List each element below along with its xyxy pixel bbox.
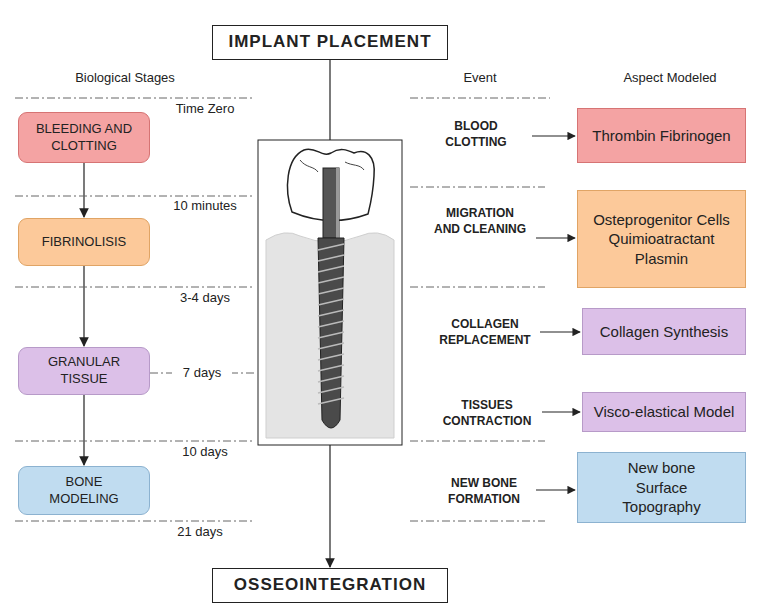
flow-arrow — [83, 163, 84, 217]
aspect-box: Osteprogenitor Cells Quimioatractant Pla… — [577, 190, 746, 288]
implant-thread — [318, 376, 344, 382]
box-text: Thrombin Fibrinogen — [592, 126, 730, 146]
implant-thread — [318, 398, 344, 404]
implant-thread — [318, 277, 344, 283]
time-label: 7 days — [172, 365, 232, 382]
implant-thread — [318, 387, 344, 393]
implant-thread — [318, 266, 344, 272]
aspect-box: New bone Surface Topography — [577, 452, 746, 523]
column-header: Biological Stages — [55, 70, 195, 87]
stage-header-box: OSSEOINTEGRATION — [212, 568, 448, 603]
implant-thread — [318, 255, 344, 261]
event-arrow — [532, 136, 580, 490]
tooth-implant — [258, 140, 402, 445]
box-text: New bone Surface Topography — [602, 458, 722, 517]
time-label: Time Zero — [160, 101, 250, 118]
time-divider — [15, 98, 550, 521]
time-label: 10 days — [165, 444, 245, 461]
implant-thread — [318, 310, 344, 316]
event-label: COLLAGEN REPLACEMENT — [434, 317, 536, 348]
time-label: 21 days — [160, 524, 240, 541]
implant-thread — [318, 365, 344, 371]
implant-thread — [318, 244, 344, 250]
column-header: Aspect Modeled — [600, 70, 740, 87]
implant-thread — [318, 343, 344, 349]
stage-header-box: IMPLANT PLACEMENT — [212, 25, 448, 60]
box-text: Collagen Synthesis — [600, 322, 728, 342]
implant-thread — [318, 332, 344, 338]
box-text: Osteprogenitor Cells Quimioatractant Pla… — [592, 210, 732, 269]
event-label: MIGRATION AND CLEANING — [432, 206, 528, 237]
column-header: Event — [445, 70, 515, 87]
aspect-box: Collagen Synthesis — [582, 308, 746, 355]
time-label: 3-4 days — [160, 290, 250, 307]
event-label: NEW BONE FORMATION — [436, 476, 532, 507]
aspect-box: Visco-elastical Model — [582, 392, 746, 432]
implant-thread — [318, 299, 344, 305]
stage-box: FIBRINOLISIS — [18, 218, 150, 266]
flow-arrow — [83, 395, 84, 465]
event-label: TISSUES CONTRACTION — [436, 398, 538, 429]
implant-thread — [318, 354, 344, 360]
aspect-box: Thrombin Fibrinogen — [577, 108, 746, 163]
box-text: BLEEDING AND CLOTTING — [34, 121, 134, 155]
implant-thread — [318, 321, 344, 327]
stage-box: BONE MODELING — [18, 466, 150, 515]
box-text: OSSEOINTEGRATION — [234, 574, 426, 596]
stage-box: BLEEDING AND CLOTTING — [18, 112, 150, 163]
box-text: Visco-elastical Model — [594, 402, 735, 422]
box-text: BONE MODELING — [39, 474, 129, 508]
flow-arrow — [83, 266, 84, 346]
box-text: GRANULAR TISSUE — [39, 354, 129, 388]
box-text: FIBRINOLISIS — [42, 234, 127, 251]
implant-thread — [318, 288, 344, 294]
event-label: BLOOD CLOTTING — [432, 119, 520, 150]
stage-box: GRANULAR TISSUE — [18, 347, 150, 395]
box-text: IMPLANT PLACEMENT — [228, 31, 431, 53]
time-label: 10 minutes — [155, 198, 255, 215]
